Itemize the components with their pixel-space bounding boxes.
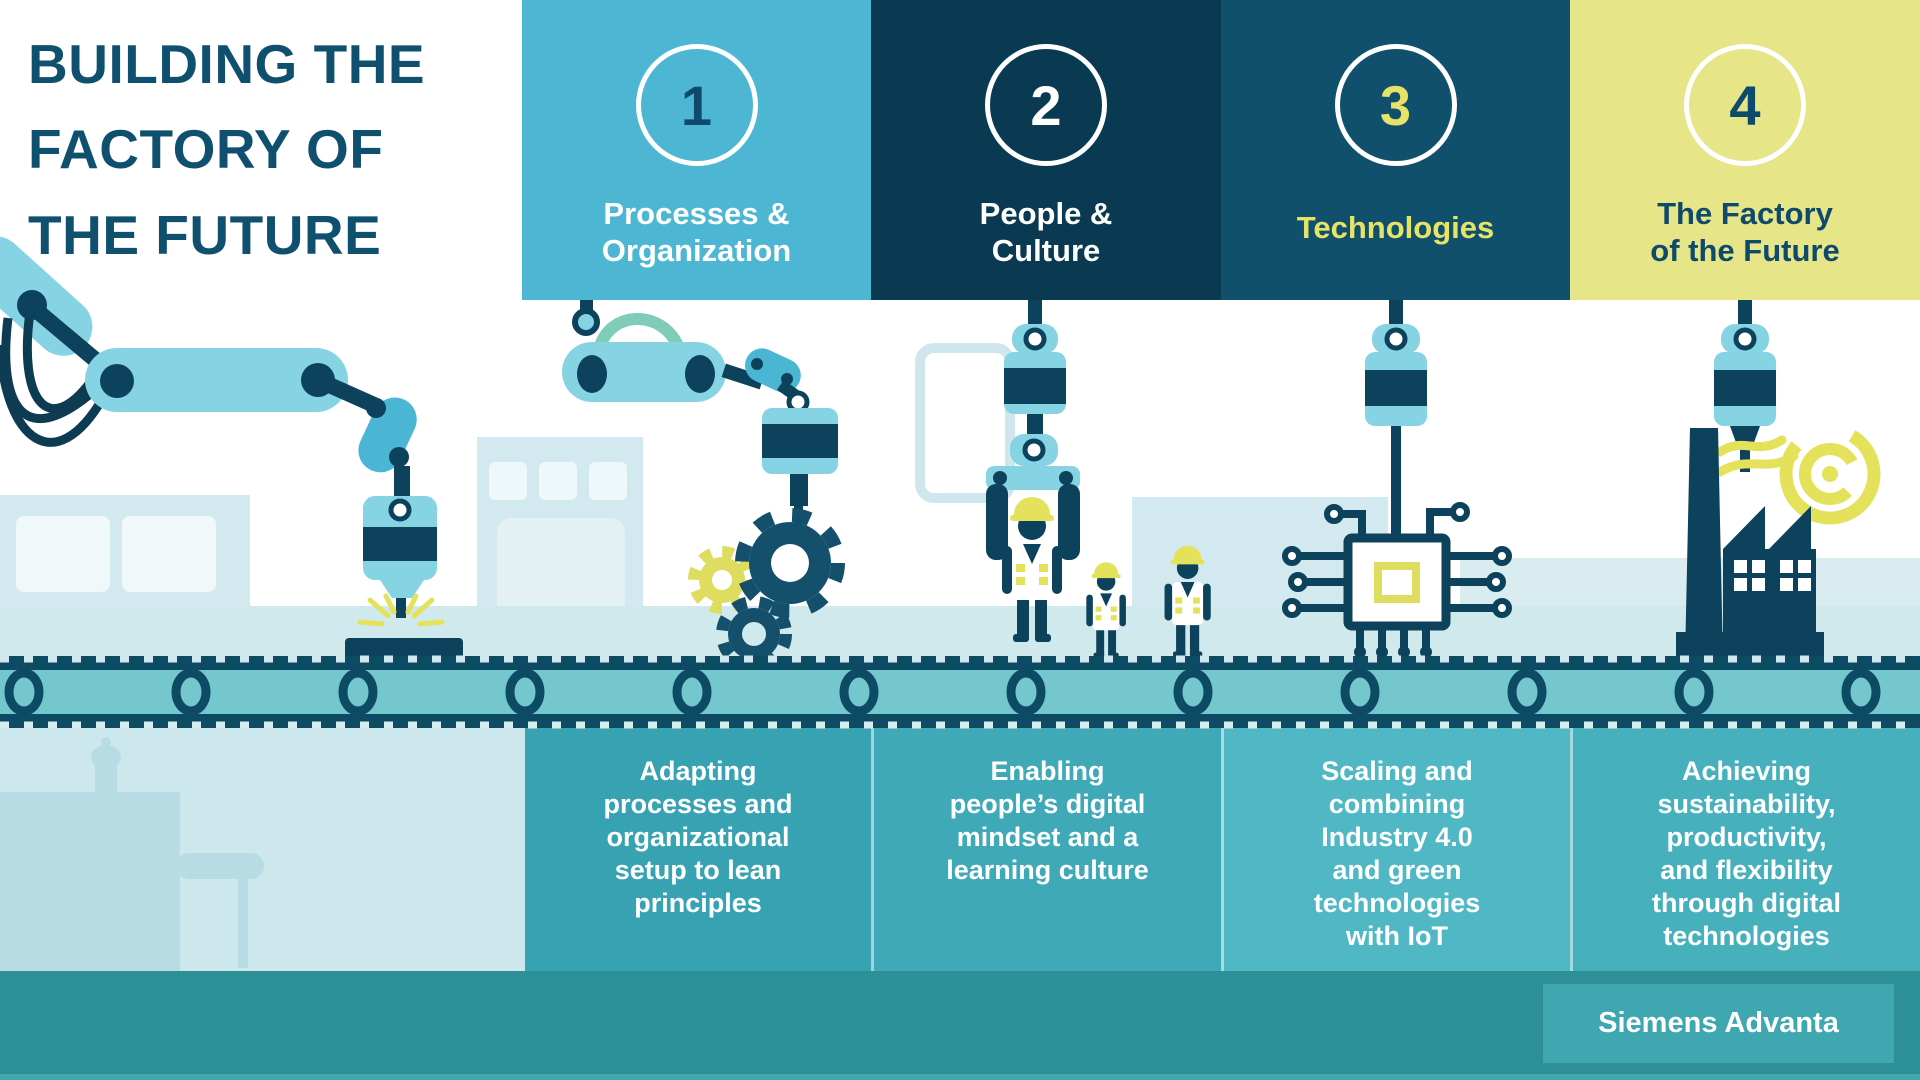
- background-silhouettes: [0, 343, 1920, 660]
- chip-robot-arm-icon: [1365, 300, 1427, 540]
- welding-sparks-icon: [357, 593, 445, 627]
- step-box-factory-of-future: 4 The Factory of the Future: [1570, 0, 1920, 300]
- step-box-processes-organization: 1 Processes & Organization: [522, 0, 871, 300]
- claw-robot-arm-icon: [986, 300, 1080, 560]
- process-robot-arm-icon: [562, 300, 845, 672]
- step-number-4: 4: [1729, 73, 1761, 137]
- description-text-4: Achieving sustainability, productivity, …: [1652, 756, 1841, 951]
- step-label-3: Technologies: [1296, 210, 1495, 245]
- gears-icon: [688, 508, 845, 672]
- description-panel-4: Achieving sustainability, productivity, …: [1570, 727, 1920, 971]
- factory-robot-arm-icon: [1714, 300, 1776, 472]
- step-number-circle-4: 4: [1684, 44, 1806, 166]
- description-panel-3: Scaling and combining Industry 4.0 and g…: [1221, 727, 1570, 971]
- step-number-circle-3: 3: [1334, 44, 1457, 166]
- step-number-circle-2: 2: [985, 44, 1107, 166]
- step-box-technologies: 3 Technologies: [1221, 0, 1570, 300]
- step-number-1: 1: [680, 73, 713, 137]
- step-number-2: 2: [1030, 73, 1062, 137]
- footer-bottom-strip: [0, 1074, 1920, 1080]
- robot-arm-large-icon: [0, 236, 463, 660]
- worker-icon-held: [1002, 497, 1062, 642]
- brand-badge: Siemens Advanta: [1543, 984, 1894, 1063]
- description-text-2: Enabling people’s digital mindset and a …: [946, 756, 1149, 885]
- description-panel-1: Adapting processes and organizational se…: [525, 727, 871, 971]
- conveyor-belt: [0, 655, 1920, 729]
- iot-chip-icon: [1282, 502, 1512, 658]
- smoke-icon: [1715, 435, 1799, 477]
- step-label-1: Processes & Organization: [601, 196, 792, 268]
- step-box-people-culture: 2 People & Culture: [871, 0, 1221, 300]
- page-title: BUILDING THE FACTORY OF THE FUTURE: [28, 33, 426, 266]
- factory-icon: [1676, 428, 1824, 660]
- description-panel-2: Enabling people’s digital mindset and a …: [871, 727, 1221, 971]
- panel-background-pale: [0, 727, 525, 971]
- description-text-1: Adapting processes and organizational se…: [603, 756, 793, 918]
- building-silhouette-icon: [477, 437, 643, 660]
- control-console-icon: [0, 495, 250, 655]
- worker-icon-2: [1086, 562, 1126, 658]
- step-label-4: The Factory of the Future: [1650, 196, 1840, 268]
- worker-icon-3: [1164, 545, 1211, 658]
- step-number-3: 3: [1379, 73, 1412, 137]
- step-label-2: People & Culture: [979, 196, 1113, 268]
- energy-spiral-icon: [1779, 423, 1881, 525]
- brand-label: Siemens Advanta: [1598, 1007, 1839, 1039]
- step-number-circle-1: 1: [635, 44, 758, 166]
- description-text-3: Scaling and combining Industry 4.0 and g…: [1313, 756, 1481, 951]
